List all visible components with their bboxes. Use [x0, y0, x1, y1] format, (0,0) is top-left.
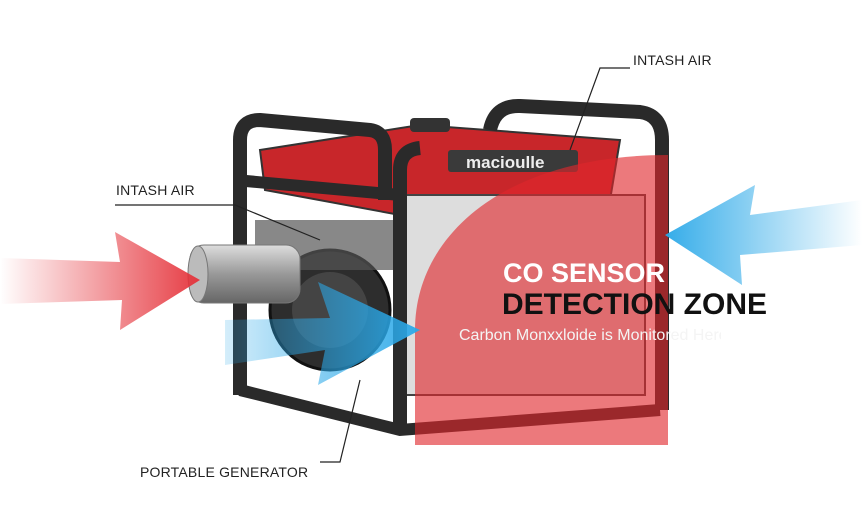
brand-plate — [448, 150, 578, 172]
zone-title-line2: DETECTION ZONE — [502, 288, 768, 321]
co-detection-zone — [415, 155, 668, 445]
intake-arrow-right — [665, 185, 862, 285]
muffler-outlet — [187, 245, 209, 303]
frame-left — [233, 113, 392, 395]
zone-title-line1: CO SENSOR — [503, 258, 666, 288]
frame-right — [483, 99, 669, 410]
leader-intake-left — [115, 204, 321, 241]
exhaust-arrow — [0, 232, 200, 330]
fuel-cap — [410, 118, 450, 132]
label-portable-generator: PORTABLE GENERATOR — [140, 464, 309, 480]
leader-intake-top — [569, 67, 630, 151]
zone-subtitle: Carbon Monxxloide is Monitored Here — [459, 327, 721, 344]
label-intake-air-left: INTASH AIR — [116, 182, 195, 198]
leader-generator — [320, 379, 361, 463]
frame-front — [393, 141, 422, 430]
label-intake-air-top: INTASH AIR — [633, 52, 712, 68]
brand-logo: macioulle — [466, 153, 545, 172]
airflow-arrow-center — [225, 282, 420, 385]
